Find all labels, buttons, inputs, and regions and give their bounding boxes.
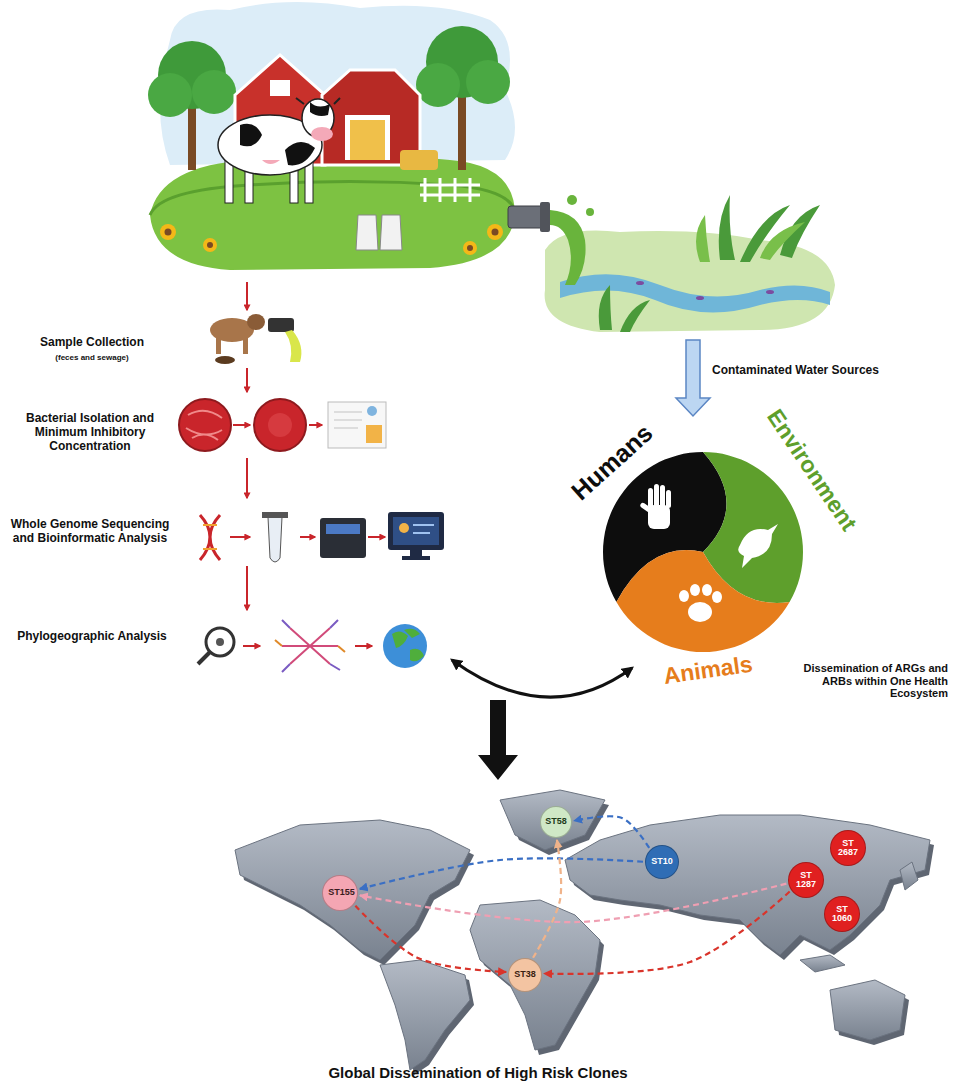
label-text: Contaminated Water Sources [712, 363, 879, 377]
one-health-circle [603, 452, 803, 652]
label-text: (feces and sewage) [55, 353, 128, 362]
text-label: Sample Collection [7, 336, 177, 350]
label-text: Animals [662, 651, 754, 689]
label-text: Sample Collection [40, 335, 144, 349]
label-text: Environment [762, 404, 862, 535]
clone-circle: ST155 [322, 875, 358, 911]
sample-icons [210, 314, 301, 364]
petri-dishes [179, 399, 386, 451]
farm-scene [148, 2, 515, 270]
text-label: Contaminated Water Sources [712, 364, 932, 378]
label-text: Bacterial Isolation and Minimum Inhibito… [26, 411, 154, 453]
clone-label: ST 2687 [836, 839, 859, 858]
text-label: Environment [762, 404, 863, 535]
dissemination-arrow [544, 892, 790, 974]
down-arrow [478, 700, 518, 780]
dissemination-arrow [355, 906, 506, 972]
text-label: (feces and sewage) [7, 353, 177, 362]
dissemination-arrow [360, 884, 786, 922]
clone-circle: ST38 [508, 958, 542, 992]
phylogeography-icons [198, 616, 427, 676]
clone-circle: ST58 [540, 806, 572, 838]
clone-circle: ST10 [645, 845, 679, 879]
clone-label: ST38 [513, 970, 536, 979]
clone-circle: ST 1287 [788, 862, 824, 898]
dissemination-arrow [360, 858, 643, 889]
text-label: Dissemination of ARGs and ARBs within On… [773, 662, 948, 700]
label-text: Humans [566, 418, 658, 505]
label-text: Whole Genome Sequencing and Bioinformati… [11, 517, 170, 545]
clone-circle: ST 1060 [824, 896, 860, 932]
clone-label: ST 1287 [794, 871, 817, 890]
sequencing-icons [200, 512, 444, 562]
label-text: Dissemination of ARGs and ARBs within On… [804, 662, 948, 699]
dissemination-arrow [533, 840, 561, 958]
label-text: Phylogeographic Analysis [17, 629, 167, 643]
clone-label: ST 1060 [830, 905, 853, 924]
label-text: Global Dissemination of High Risk Clones [328, 1064, 627, 1081]
text-label: Global Dissemination of High Risk Clones [268, 1064, 688, 1081]
clone-label: ST10 [650, 857, 673, 866]
sewage-stream [508, 195, 835, 332]
text-label: Animals [662, 651, 754, 690]
text-label: Humans [566, 418, 659, 505]
process-arrows [230, 282, 385, 646]
double-arrow [452, 660, 632, 697]
clone-label: ST155 [328, 888, 351, 897]
clone-label: ST58 [544, 817, 567, 826]
dissemination-arrow [574, 816, 649, 848]
world-map [235, 790, 934, 1075]
clone-circle: ST 2687 [830, 830, 866, 866]
text-label: Phylogeographic Analysis [12, 630, 172, 644]
water-arrow [676, 340, 710, 416]
text-label: Whole Genome Sequencing and Bioinformati… [8, 518, 173, 546]
text-label: Bacterial Isolation and Minimum Inhibito… [5, 412, 175, 453]
